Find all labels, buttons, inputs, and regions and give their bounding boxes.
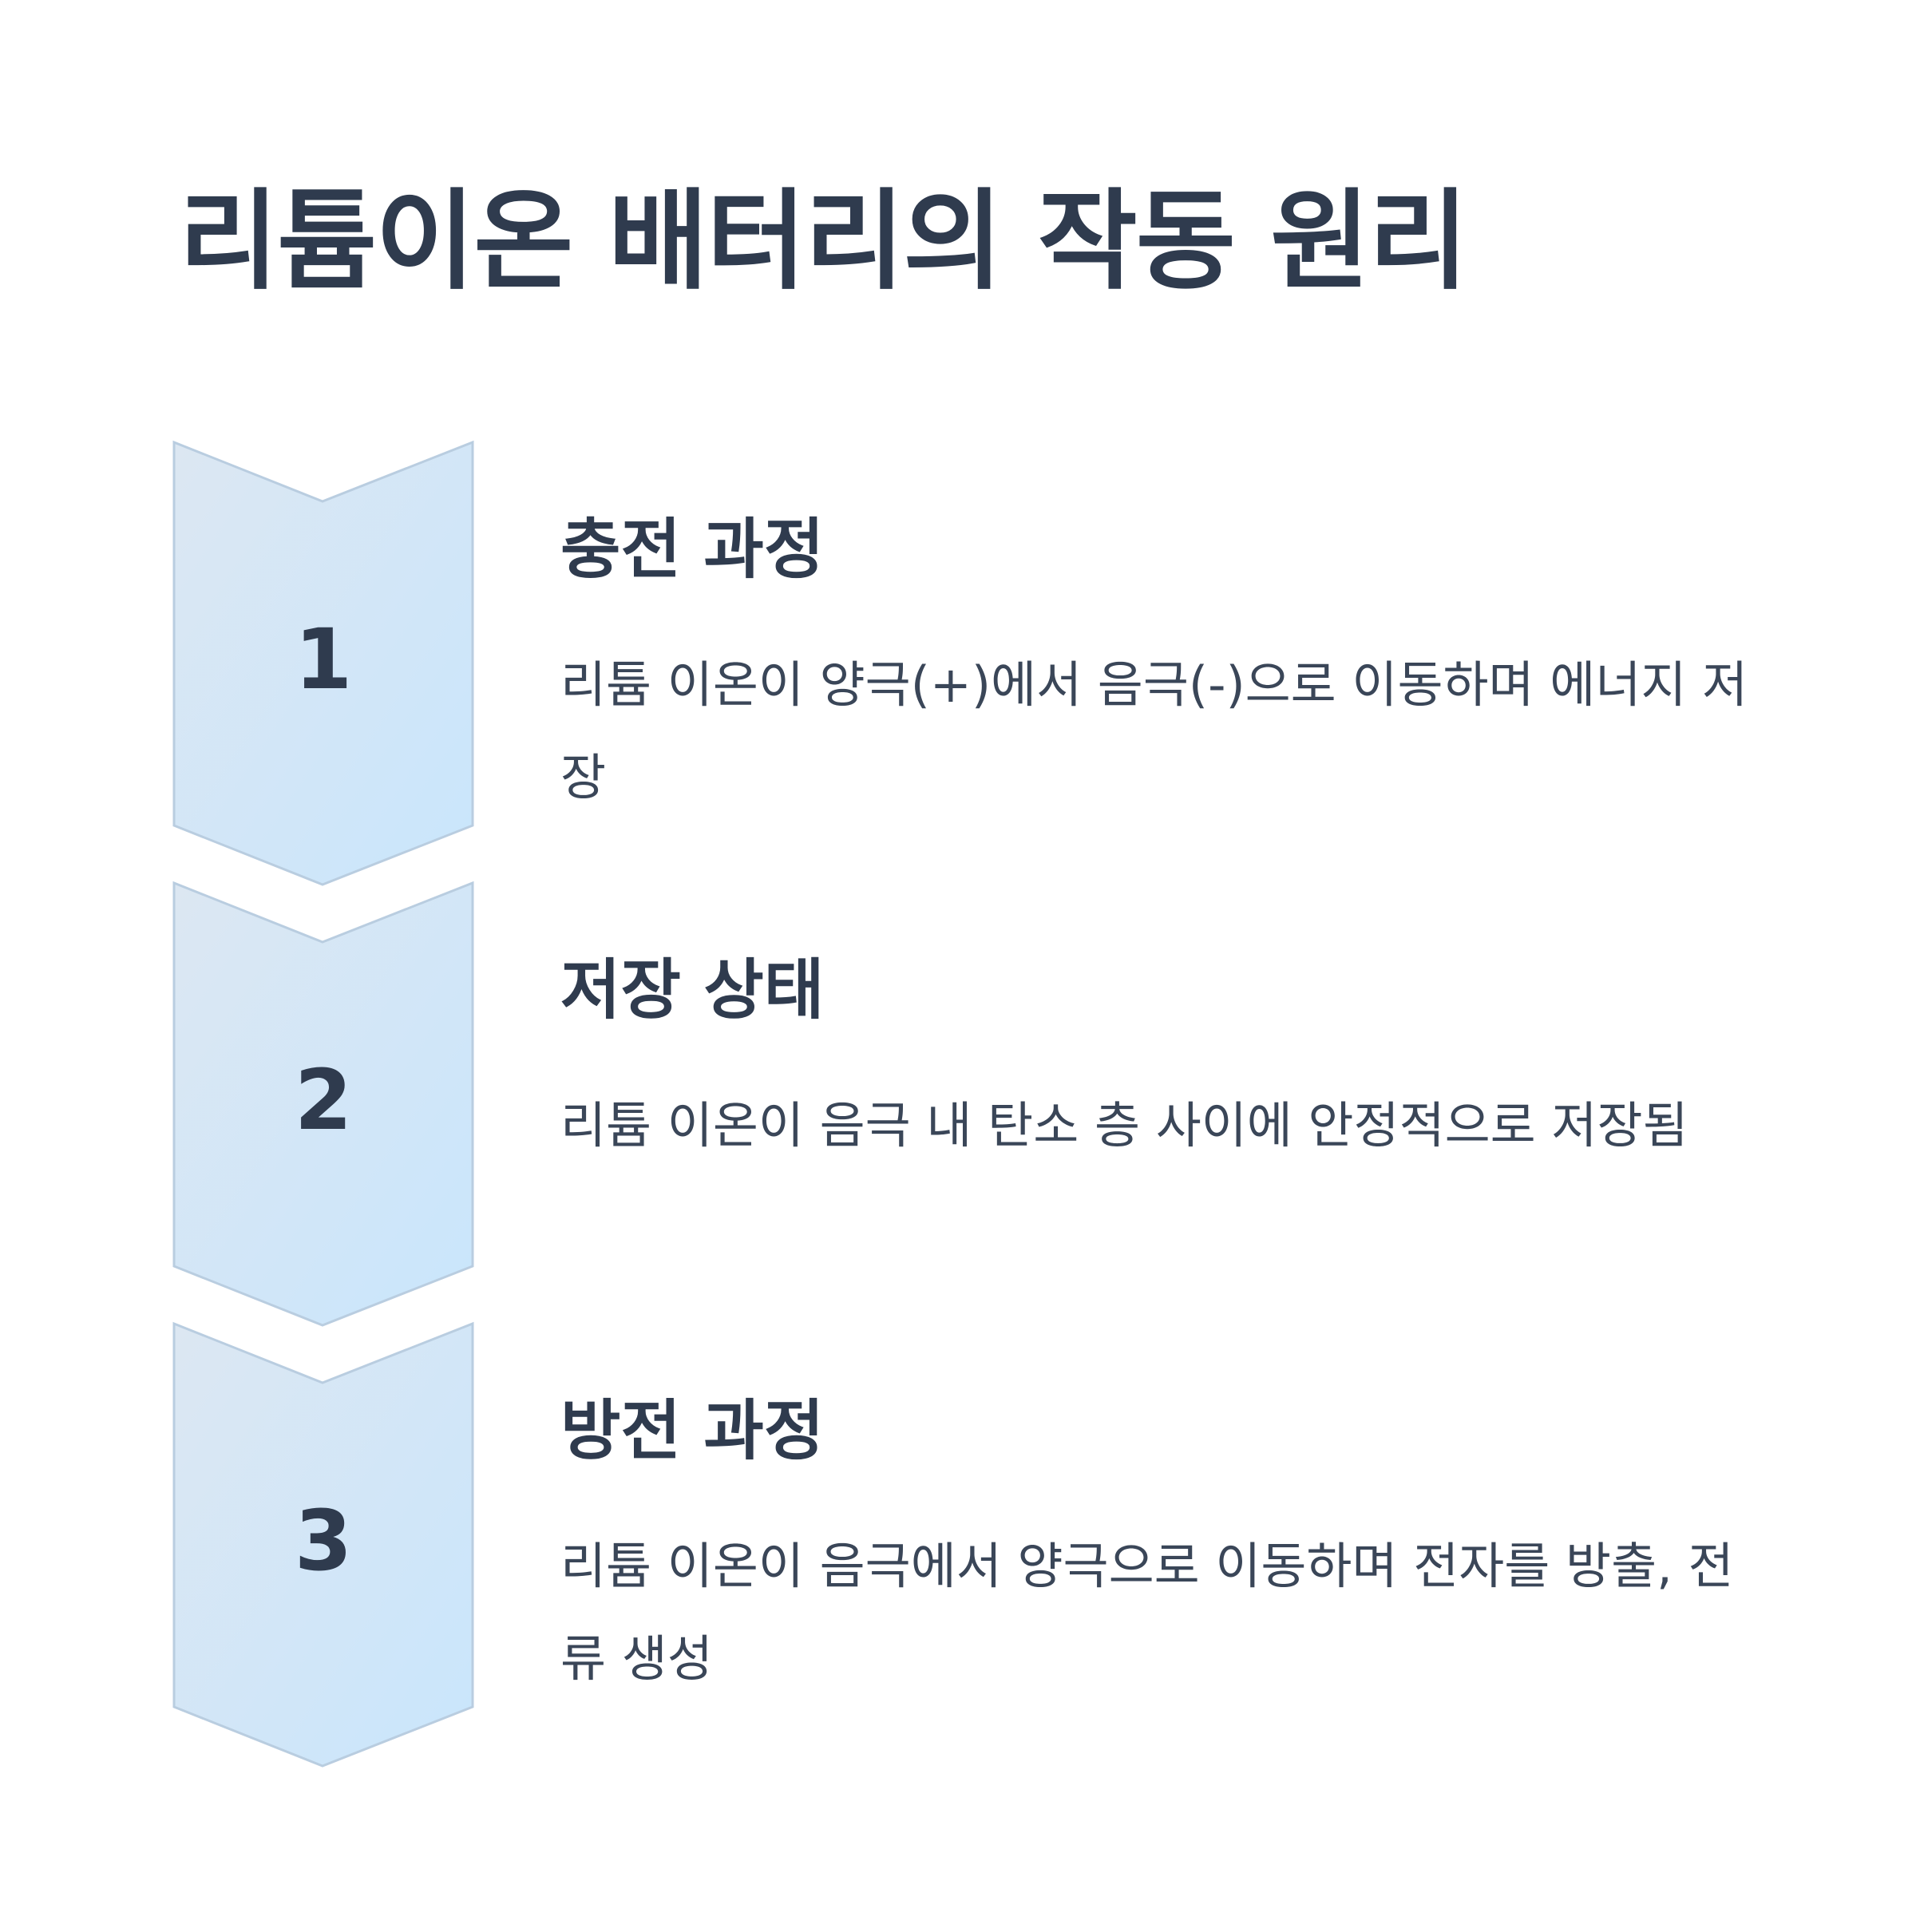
step-3: 3 방전 과정 리튬 이온이 음극에서 양극으로 이동하며 전자를 방출, 전류… [0, 1321, 1916, 1769]
step-2-title: 저장 상태 [560, 952, 825, 1028]
step-2: 2 저장 상태 리튬 이온이 음극 내 탄소 층 사이에 안정적으로 저장됨 [0, 881, 1916, 1328]
step-2-chevron [172, 881, 474, 1328]
page-title: 리튬이온 배터리의 작동 원리 [179, 179, 1468, 305]
step-3-chevron [172, 1321, 474, 1769]
step-1-description: 리튬 이온이 양극(+)에서 음극(-)으로 이동하며 에너지 저장 [560, 655, 1748, 806]
step-1-title: 충전 과정 [560, 512, 825, 588]
step-1-number: 1 [294, 611, 353, 708]
step-2-description: 리튬 이온이 음극 내 탄소 층 사이에 안정적으로 저장됨 [560, 1096, 1688, 1154]
step-3-description: 리튬 이온이 음극에서 양극으로 이동하며 전자를 방출, 전류 생성 [560, 1537, 1734, 1688]
step-2-number: 2 [294, 1051, 353, 1149]
step-1: 1 충전 과정 리튬 이온이 양극(+)에서 음극(-)으로 이동하며 에너지 … [0, 440, 1916, 888]
step-3-number: 3 [294, 1492, 353, 1590]
step-3-title: 방전 과정 [560, 1393, 825, 1469]
step-1-chevron [172, 440, 474, 888]
